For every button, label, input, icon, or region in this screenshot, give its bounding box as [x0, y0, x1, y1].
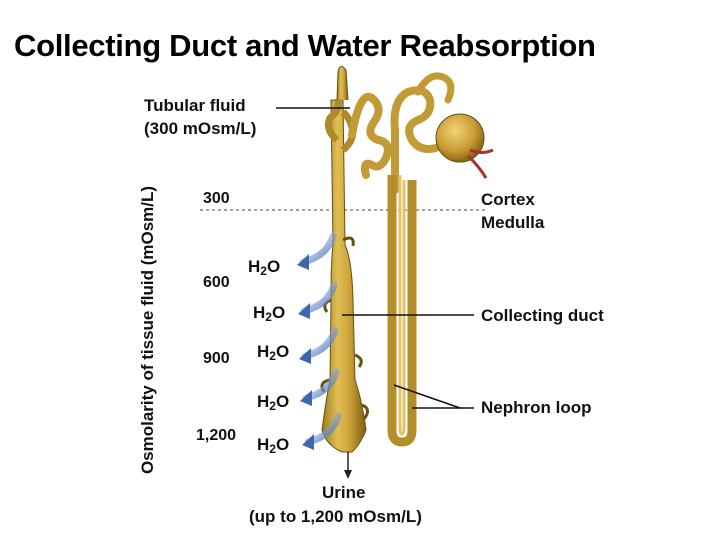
blood-vessel	[469, 148, 494, 154]
water-label: H2O	[257, 435, 290, 456]
tubule-loop-top	[414, 72, 455, 104]
water-label: H2O	[248, 257, 281, 278]
blood-vessel	[466, 154, 488, 179]
duct-branch	[342, 236, 355, 247]
nephron-loop-label: Nephron loop	[481, 398, 592, 417]
water-label: H2O	[257, 342, 290, 363]
water-arrowhead	[298, 303, 310, 319]
duct-branch	[323, 298, 332, 313]
urine-label: Urine	[322, 483, 366, 502]
side-tubule	[325, 99, 342, 143]
osmolarity-tick: 300	[203, 190, 230, 207]
tubular-fluid-concentration: (300 mOsm/L)	[144, 119, 257, 138]
distal-convoluted-tubule	[348, 92, 392, 179]
osmolarity-tick: 1,200	[196, 427, 237, 444]
collecting-duct-label: Collecting duct	[481, 306, 604, 325]
water-label: H2O	[253, 303, 286, 324]
water-label: H2O	[257, 392, 290, 413]
proximal-convoluted-tubule	[390, 86, 440, 194]
osmolarity-tick: 900	[203, 350, 230, 367]
nephron-loop-inner	[398, 175, 406, 436]
medulla-label: Medulla	[481, 213, 545, 232]
osmolarity-tick: 600	[203, 274, 230, 291]
collecting-duct	[321, 99, 367, 453]
y-axis-label: Osmolarity of tissue fluid (mOsm/L)	[138, 185, 157, 475]
cortex-label: Cortex	[481, 190, 535, 209]
nephron-loop	[387, 175, 417, 447]
water-arrows	[297, 232, 342, 450]
duct-branch	[354, 353, 363, 368]
water-arrowhead	[302, 434, 314, 450]
duct-branch	[361, 403, 369, 420]
upper-tubule	[336, 66, 349, 101]
water-arrowhead	[297, 254, 309, 270]
tubular-fluid-label: Tubular fluid	[144, 96, 246, 115]
water-arrowhead	[299, 348, 311, 364]
urine-arrowhead	[344, 470, 352, 479]
urine-concentration: (up to 1,200 mOsm/L)	[249, 507, 422, 526]
water-arrowhead	[300, 390, 312, 406]
page-title: Collecting Duct and Water Reabsorption	[14, 28, 596, 63]
nephron-loop-leader	[393, 384, 461, 409]
glomerular-capsule	[435, 113, 485, 163]
